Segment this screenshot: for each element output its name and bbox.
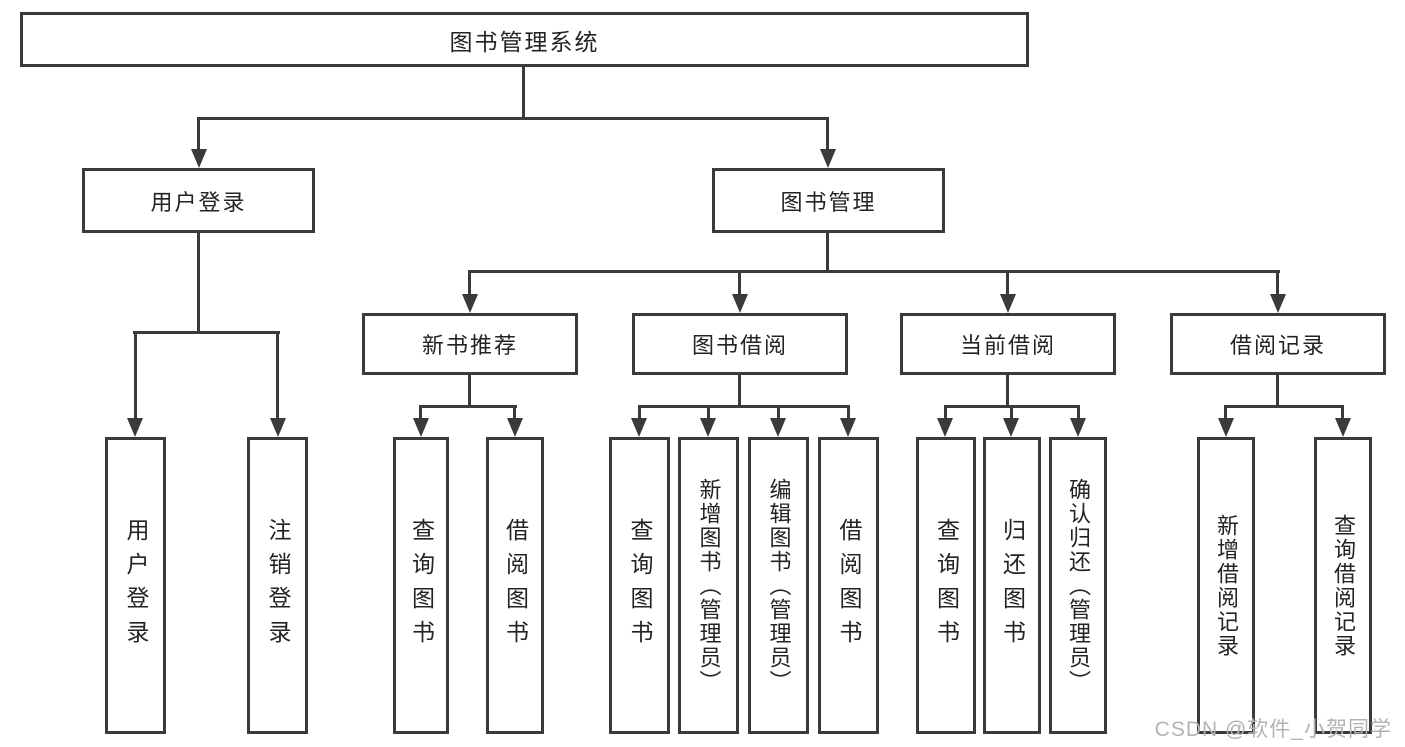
node-borrowing-records: 借阅记录	[1170, 313, 1386, 375]
arrow-down-icon	[820, 149, 836, 168]
leaf-query-books: 查询图书	[609, 437, 670, 734]
leaf-confirm-return-admin: 确认归还（管理员）	[1049, 437, 1107, 734]
leaf-label: 查询借阅记录	[1331, 513, 1356, 658]
leaf-logout: 注销登录	[247, 437, 308, 734]
leaf-return-books: 归还图书	[983, 437, 1041, 734]
connector-leaf-stub	[1224, 407, 1227, 421]
leaf-label: 借阅图书	[502, 517, 529, 654]
connector-recommend-stem	[468, 375, 471, 407]
leaf-borrow-books: 借阅图书	[818, 437, 879, 734]
arrow-down-icon	[1270, 294, 1286, 313]
arrow-down-icon	[631, 418, 647, 437]
leaf-label: 编辑图书（管理员）	[766, 477, 792, 694]
leaf-label: 用户登录	[123, 517, 149, 654]
connector-borrow-stem	[738, 375, 741, 407]
arrow-down-icon	[732, 294, 748, 313]
arrow-down-icon	[507, 418, 523, 437]
leaf-query-borrow-record: 查询借阅记录	[1314, 437, 1372, 734]
csdn-watermark: CSDN @软件_小贺同学	[1154, 718, 1392, 741]
arrow-down-icon	[462, 294, 478, 313]
connector-to-user-login	[197, 119, 200, 153]
connector-current-split	[944, 405, 1080, 408]
arrow-down-icon	[770, 418, 786, 437]
connector-leaf-stub	[1010, 407, 1013, 421]
leaf-label: 查询图书	[933, 517, 960, 654]
arrow-down-icon	[1003, 418, 1019, 437]
leaf-label: 确认归还（管理员）	[1066, 477, 1091, 694]
connector-leaf-stub	[707, 407, 710, 421]
arrow-down-icon	[937, 418, 953, 437]
leaf-user-login: 用户登录	[105, 437, 166, 734]
arrow-down-icon	[840, 418, 856, 437]
connector-records-split	[1224, 405, 1344, 408]
arrow-down-icon	[127, 418, 143, 437]
leaf-add-borrow-record: 新增借阅记录	[1197, 437, 1255, 734]
leaf-label: 查询图书	[627, 517, 653, 654]
connector-leaf-stub	[419, 407, 422, 421]
node-library-management-system: 图书管理系统	[20, 12, 1029, 67]
node-label: 借阅记录	[1229, 333, 1326, 358]
node-label: 图书管理系统	[449, 28, 600, 55]
arrow-down-icon	[1335, 418, 1351, 437]
arrow-down-icon	[270, 418, 286, 437]
node-label: 新书推荐	[421, 333, 518, 358]
node-current-borrowing: 当前借阅	[900, 313, 1116, 375]
node-book-management: 图书管理	[712, 168, 945, 233]
connector-borrow-split	[638, 405, 850, 408]
connector-to-recommend	[468, 272, 471, 297]
connector-recommend-split	[419, 405, 517, 408]
connector-to-borrow	[738, 272, 741, 297]
node-label: 图书借阅	[691, 333, 788, 358]
connector-to-leaf-logout	[276, 333, 279, 421]
connector-management-stem	[826, 233, 829, 272]
leaf-label: 查询图书	[408, 517, 435, 654]
leaf-edit-books-admin: 编辑图书（管理员）	[748, 437, 809, 734]
connector-to-book-management	[826, 119, 829, 153]
leaf-label: 新增图书（管理员）	[696, 477, 722, 694]
connector-to-records	[1276, 272, 1279, 297]
connector-root-split	[197, 117, 829, 120]
arrow-down-icon	[700, 418, 716, 437]
node-label: 用户登录	[150, 189, 247, 215]
node-label: 当前借阅	[959, 333, 1056, 358]
connector-current-stem	[1006, 375, 1009, 407]
connector-login-split	[133, 331, 280, 334]
leaf-borrow-books: 借阅图书	[486, 437, 544, 734]
connector-leaf-stub	[1341, 407, 1344, 421]
leaf-label: 注销登录	[265, 517, 291, 654]
node-label: 图书管理	[780, 189, 877, 215]
connector-records-stem	[1276, 375, 1279, 407]
node-new-book-recommend: 新书推荐	[362, 313, 578, 375]
leaf-label: 归还图书	[999, 517, 1026, 654]
connector-leaf-stub	[847, 407, 850, 421]
arrow-down-icon	[413, 418, 429, 437]
node-book-borrowing: 图书借阅	[632, 313, 848, 375]
connector-leaf-stub	[944, 407, 947, 421]
connector-root-stem	[522, 67, 525, 119]
connector-to-leaf-login	[134, 333, 137, 421]
node-user-login: 用户登录	[82, 168, 315, 233]
leaf-label: 借阅图书	[836, 517, 862, 654]
connector-leaf-stub	[638, 407, 641, 421]
leaf-query-books: 查询图书	[393, 437, 449, 734]
connector-to-current	[1006, 272, 1009, 297]
connector-login-stem	[197, 233, 200, 333]
arrow-down-icon	[1218, 418, 1234, 437]
connector-management-split	[468, 270, 1280, 273]
leaf-label: 新增借阅记录	[1214, 513, 1239, 658]
arrow-down-icon	[191, 149, 207, 168]
connector-leaf-stub	[777, 407, 780, 421]
arrow-down-icon	[1070, 418, 1086, 437]
connector-leaf-stub	[1077, 407, 1080, 421]
leaf-add-books-admin: 新增图书（管理员）	[678, 437, 739, 734]
connector-leaf-stub	[513, 407, 516, 421]
arrow-down-icon	[1000, 294, 1016, 313]
leaf-query-books: 查询图书	[916, 437, 976, 734]
